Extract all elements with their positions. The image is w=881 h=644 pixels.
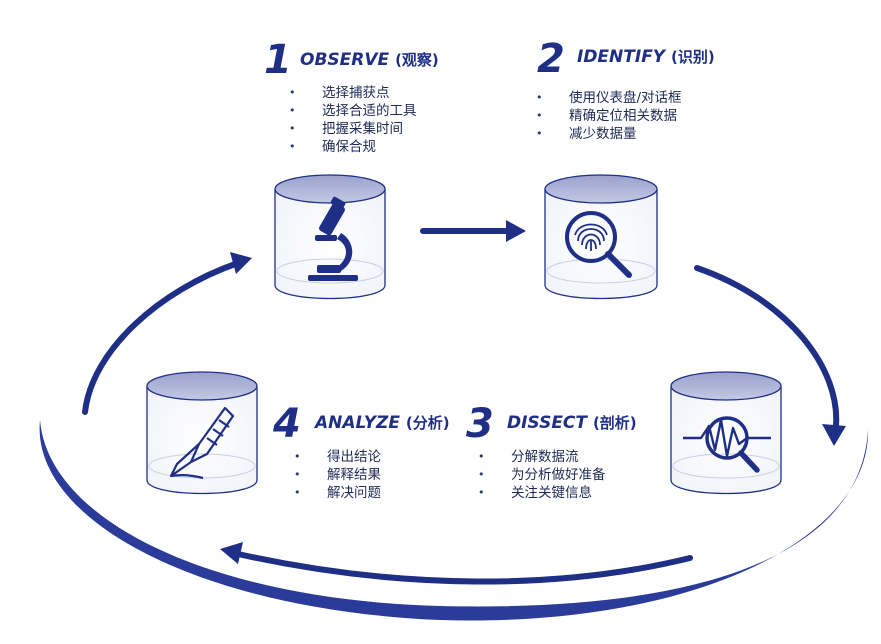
list-item: 关注关键信息: [478, 484, 606, 502]
step-title: IDENTIFY (识别): [577, 47, 715, 67]
scalpel-icon: [169, 406, 235, 480]
arrow-identify-to-dissect: [694, 265, 846, 446]
list-item: 选择捕获点: [289, 84, 417, 102]
step-title: OBSERVE (观察): [300, 50, 439, 70]
cylinder-dissect: [670, 371, 782, 495]
step-items: 得出结论 解释结果 解决问题: [294, 448, 381, 502]
step-title: ANALYZE (分析): [315, 413, 450, 433]
cylinder-analyze: [146, 371, 258, 495]
list-item: 为分析做好准备: [478, 466, 606, 484]
fingerprint-magnifier-icon: [565, 211, 632, 278]
step-number: 2: [537, 36, 565, 82]
list-item: 得出结论: [294, 448, 381, 466]
step-items: 选择捕获点 选择合适的工具 把握采集时间 确保合规: [289, 84, 417, 156]
arrow-dissect-to-analyze: [220, 542, 693, 585]
step-number: 1: [264, 37, 292, 83]
list-item: 使用仪表盘/对话框: [536, 89, 682, 107]
step-items: 使用仪表盘/对话框 精确定位相关数据 减少数据量: [536, 89, 682, 143]
list-item: 选择合适的工具: [289, 102, 417, 120]
cylinder-identify: [544, 174, 658, 300]
waveform-magnifier-icon: [683, 416, 771, 473]
arrow-observe-to-identify: [420, 220, 526, 242]
list-item: 解释结果: [294, 466, 381, 484]
cylinder-observe: [274, 174, 386, 300]
step-number: 3: [466, 401, 494, 447]
list-item: 精确定位相关数据: [536, 107, 682, 125]
list-item: 把握采集时间: [289, 120, 417, 138]
list-item: 解决问题: [294, 484, 381, 502]
step-number: 4: [273, 401, 301, 447]
list-item: 分解数据流: [478, 448, 606, 466]
step-title: DISSECT (剖析): [507, 413, 637, 433]
list-item: 确保合规: [289, 138, 417, 156]
step-items: 分解数据流 为分析做好准备 关注关键信息: [478, 448, 606, 502]
arrow-analyze-to-observe: [82, 252, 252, 415]
list-item: 减少数据量: [536, 125, 682, 143]
microscope-icon: [308, 196, 358, 281]
